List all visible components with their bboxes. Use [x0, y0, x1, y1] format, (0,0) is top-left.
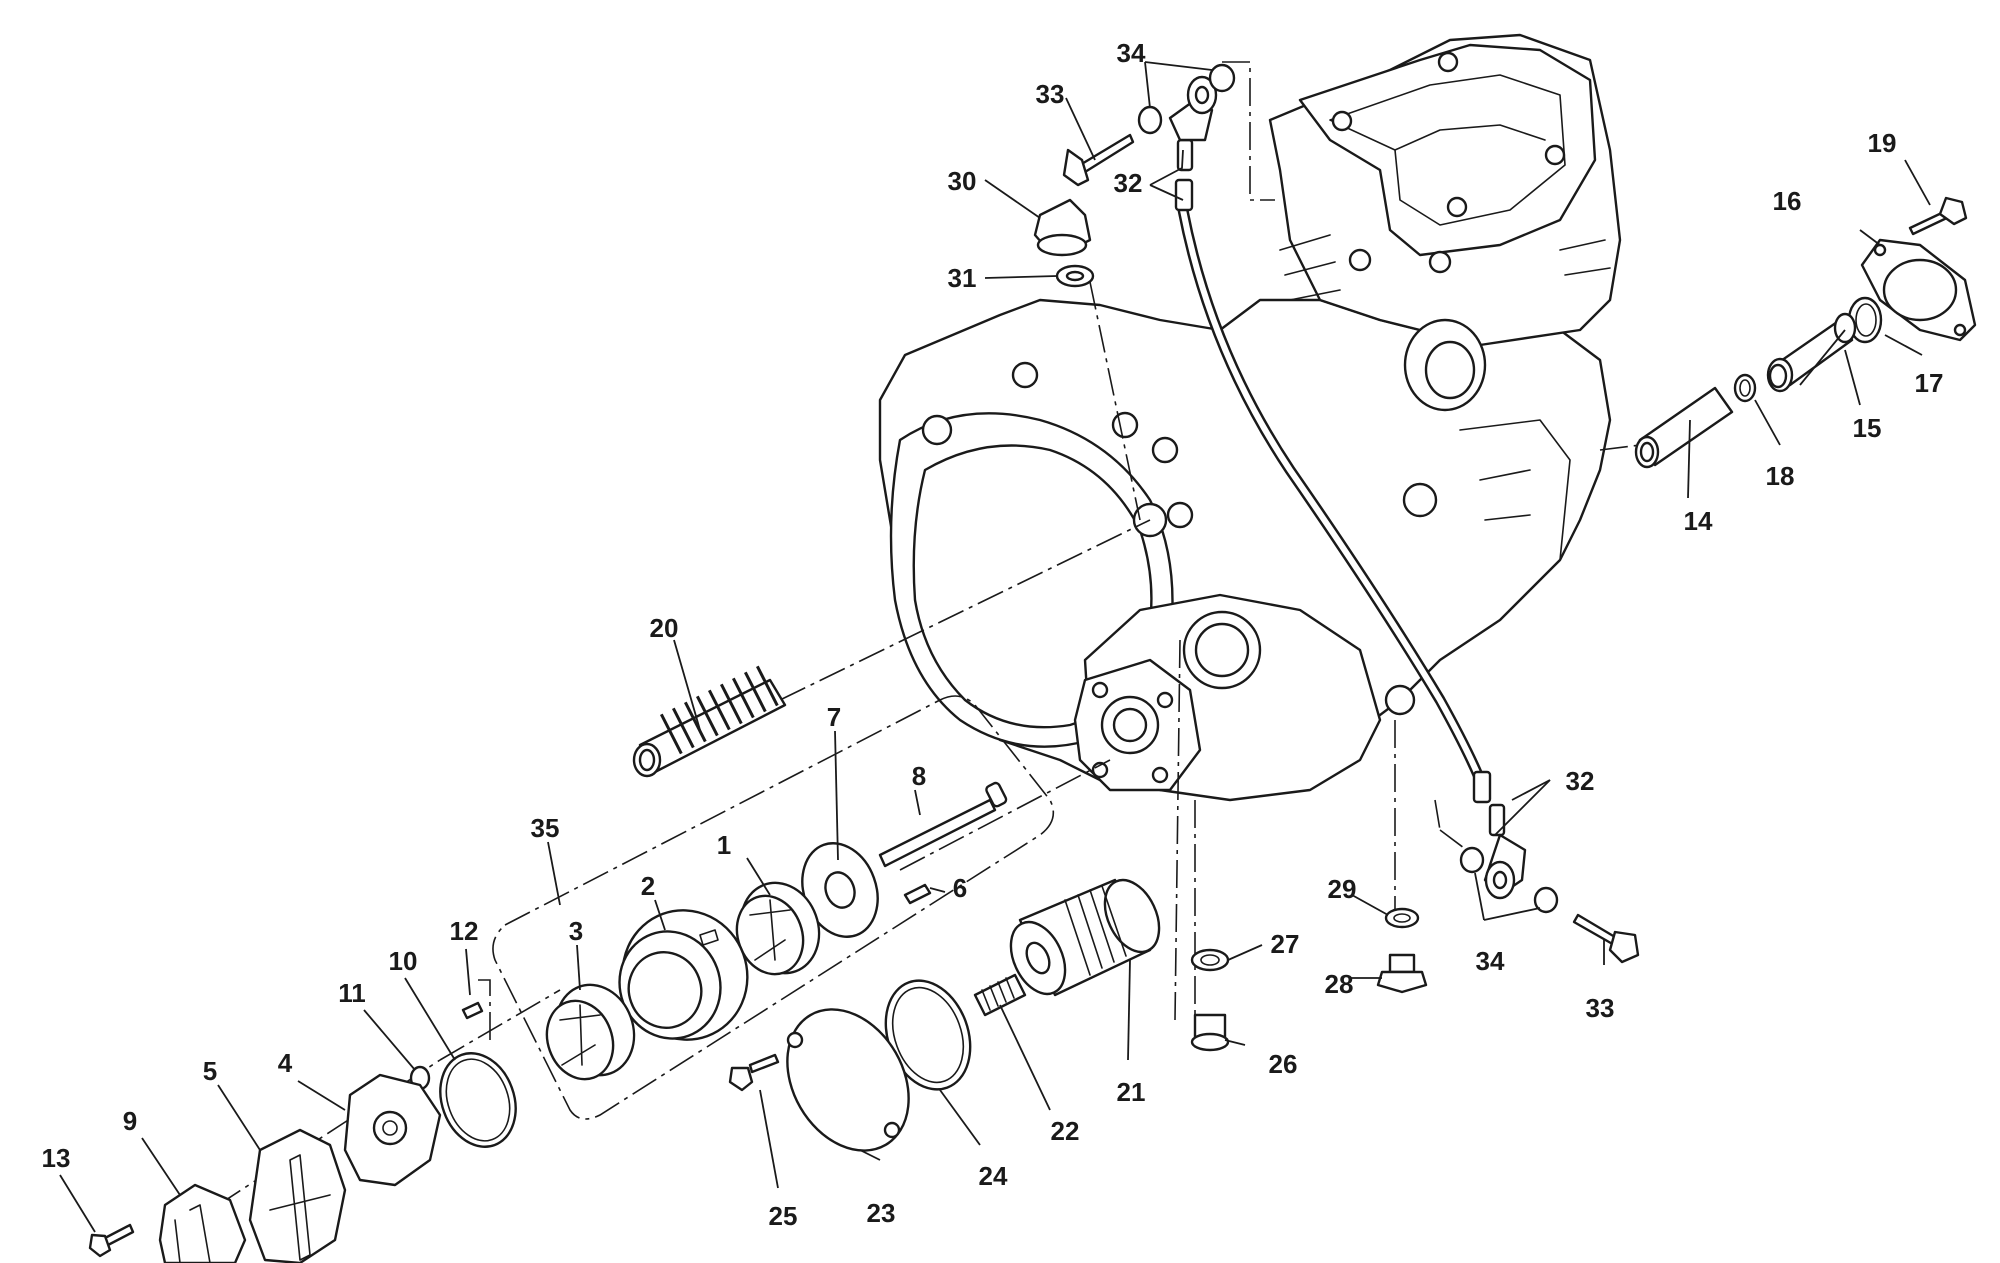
callout-4: 4 [278, 1048, 293, 1078]
callout-11: 11 [338, 978, 366, 1008]
callout-12: 12 [450, 916, 479, 946]
right-cover-parts [1634, 196, 1977, 469]
callout-27: 27 [1271, 929, 1300, 959]
callout-16: 16 [1773, 186, 1802, 216]
pump-cover-stack [88, 1001, 517, 1263]
callout-34-top: 34 [1117, 38, 1146, 68]
callout-30: 30 [948, 166, 977, 196]
callout-labels: 1 2 3 4 5 6 7 8 9 10 11 12 13 14 15 16 1… [42, 38, 1944, 1231]
callout-21: 21 [1117, 1077, 1146, 1107]
callout-35: 35 [531, 813, 560, 843]
callout-32-top: 32 [1114, 168, 1143, 198]
callout-15: 15 [1853, 413, 1882, 443]
callout-14: 14 [1684, 506, 1713, 536]
assembly-group-boundary [492, 695, 1055, 1120]
callout-10: 10 [389, 946, 418, 976]
callout-22: 22 [1051, 1116, 1080, 1146]
oil-line-assembly [1062, 63, 1640, 964]
callout-2: 2 [641, 871, 655, 901]
callout-3: 3 [569, 916, 583, 946]
callout-13: 13 [42, 1143, 71, 1173]
callout-17: 17 [1915, 368, 1944, 398]
callout-28: 28 [1325, 969, 1354, 999]
callout-8: 8 [912, 761, 926, 791]
callout-5: 5 [203, 1056, 217, 1086]
callout-32-bottom: 32 [1566, 766, 1595, 796]
callout-33-bottom: 33 [1586, 993, 1615, 1023]
callout-19: 19 [1868, 128, 1897, 158]
oil-filter-group [728, 878, 1161, 1152]
oil-filler-cap [1033, 198, 1095, 288]
callout-20: 20 [650, 613, 679, 643]
oil-pump-group [545, 781, 1008, 1081]
callout-23: 23 [867, 1198, 896, 1228]
callout-24: 24 [979, 1161, 1008, 1191]
callout-18: 18 [1766, 461, 1795, 491]
engine-assembly [878, 33, 1622, 802]
leader-lines [59, 61, 1931, 1233]
callout-34-bottom: 34 [1476, 946, 1505, 976]
callout-25: 25 [769, 1201, 798, 1231]
callout-9: 9 [123, 1106, 137, 1136]
callout-7: 7 [827, 702, 841, 732]
callout-26: 26 [1269, 1049, 1298, 1079]
callout-31: 31 [948, 263, 977, 293]
callout-33-top: 33 [1036, 79, 1065, 109]
callout-1: 1 [717, 830, 731, 860]
callout-6: 6 [953, 873, 967, 903]
drain-plugs [1190, 907, 1428, 1052]
spring-tube [632, 665, 787, 778]
callout-29: 29 [1328, 874, 1357, 904]
